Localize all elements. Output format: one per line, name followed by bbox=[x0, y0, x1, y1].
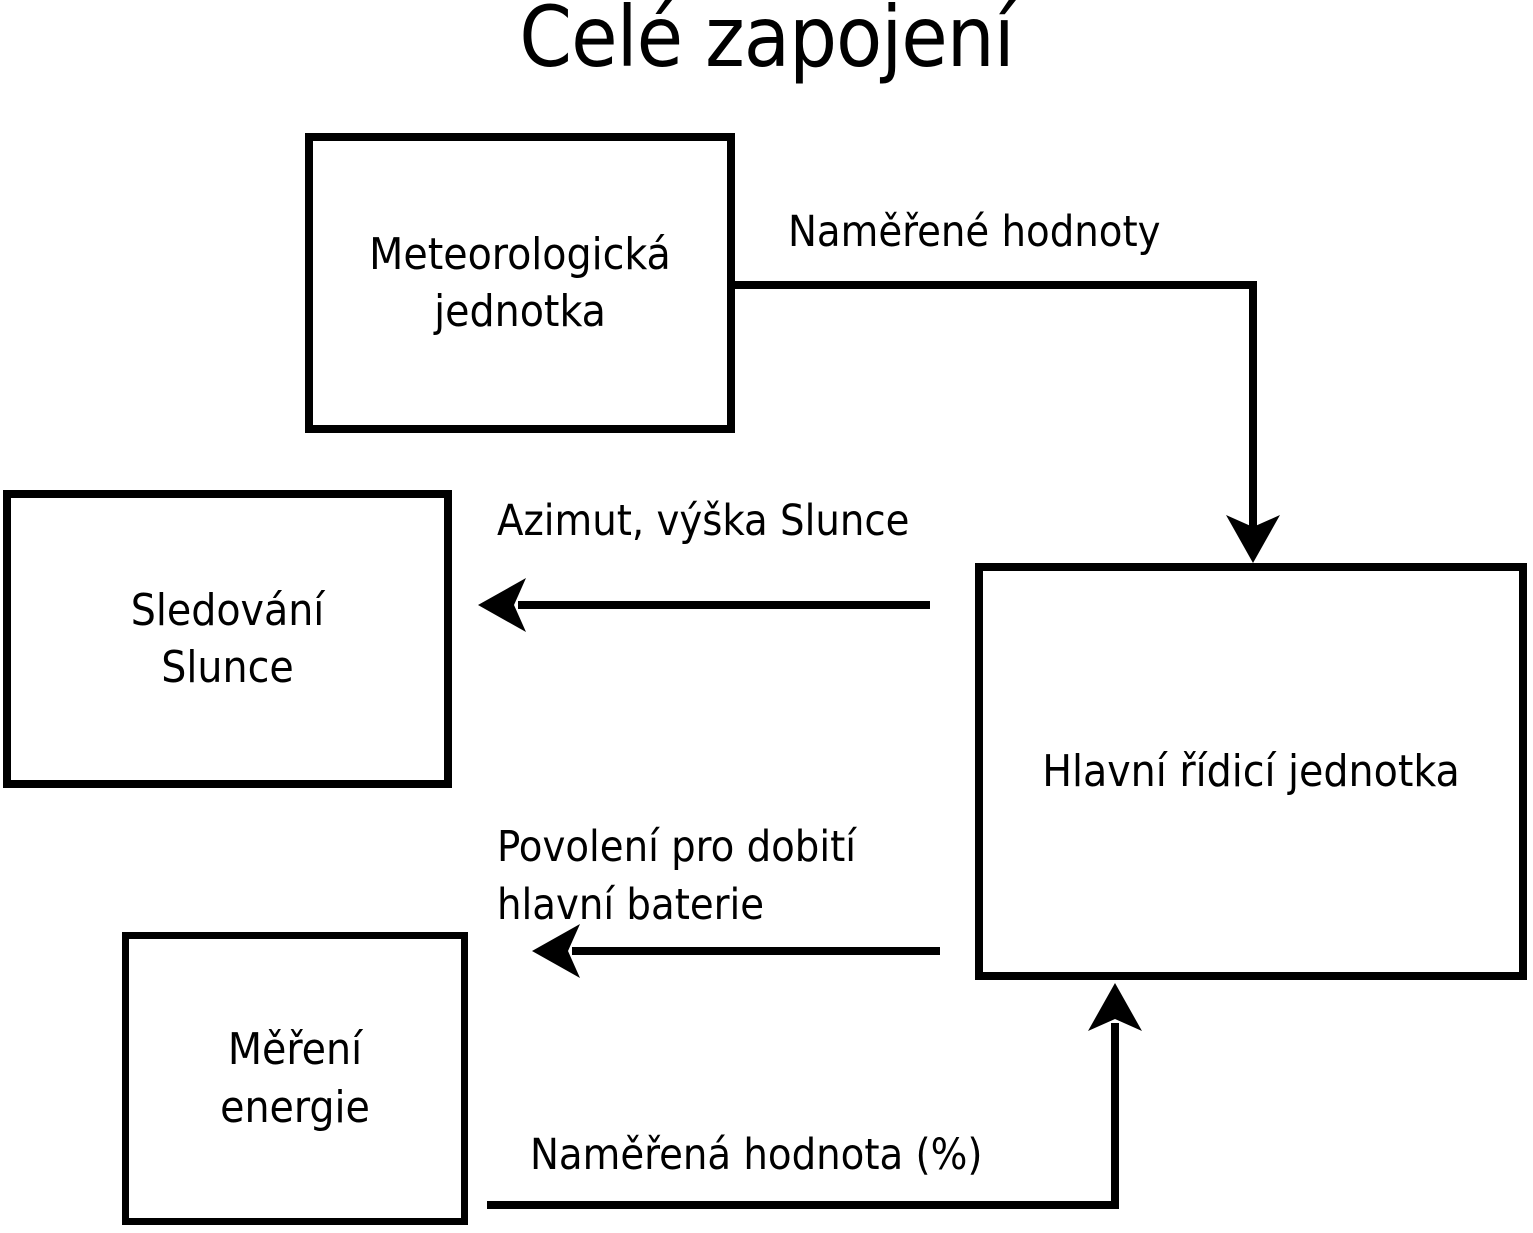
edge-label-line: hlavní baterie bbox=[497, 880, 765, 931]
edge-label-line: Naměřená hodnota (%) bbox=[530, 1130, 983, 1180]
node-energy-measurement: Měření energie bbox=[122, 932, 468, 1225]
edge-label-azimuth-sun-height: Azimut, výška Slunce bbox=[497, 492, 909, 550]
node-label-line: Meteorologická bbox=[369, 228, 671, 280]
arrow-azimuth-sun-height bbox=[478, 578, 930, 632]
node-main-control-unit: Hlavní řídicí jednotka bbox=[975, 563, 1527, 980]
edge-label-measured-percent: Naměřená hodnota (%) bbox=[530, 1126, 982, 1184]
node-meteorological-unit: Meteorologická jednotka bbox=[305, 133, 735, 433]
edge-label-charge-permission: Povolení pro dobití hlavní baterie bbox=[497, 818, 856, 935]
edge-label-line: Povolení pro dobití bbox=[497, 822, 857, 872]
edge-label-line: Naměřené hodnoty bbox=[788, 207, 1161, 257]
page-title: Celé zapojení bbox=[519, 0, 1014, 86]
node-label-line: Sledování bbox=[130, 584, 325, 636]
node-label-line: Měření bbox=[227, 1024, 363, 1076]
node-sun-tracking: Sledování Slunce bbox=[3, 490, 452, 788]
node-label-line: Hlavní řídicí jednotka bbox=[1042, 745, 1460, 797]
node-label-line: jednotka bbox=[434, 286, 606, 337]
node-label-line: energie bbox=[220, 1081, 370, 1133]
edge-label-line: Azimut, výška Slunce bbox=[497, 496, 910, 546]
edge-label-measured-values: Naměřené hodnoty bbox=[788, 203, 1161, 261]
node-label-line: Slunce bbox=[161, 642, 294, 693]
